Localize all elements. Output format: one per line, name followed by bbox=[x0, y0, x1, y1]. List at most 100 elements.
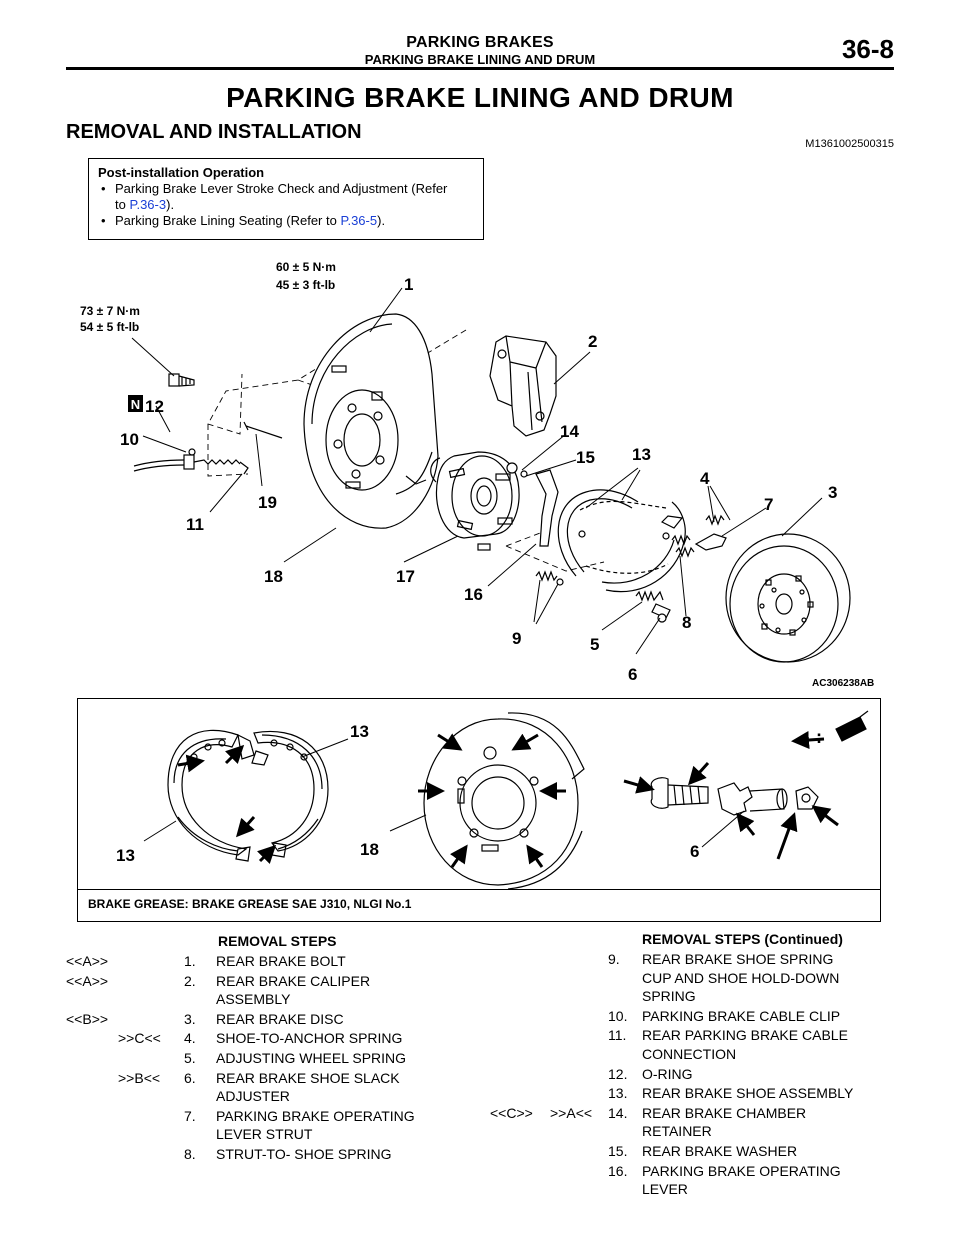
steps-heading: REMOVAL STEPS (Continued) bbox=[642, 931, 843, 947]
step-text: REAR BRAKE SHOE SLACK bbox=[216, 1069, 400, 1086]
section-title: REMOVAL AND INSTALLATION bbox=[66, 121, 362, 143]
backing-plate bbox=[303, 313, 439, 529]
step-number: 4. bbox=[184, 1030, 196, 1047]
figure-code: AC306238AB bbox=[812, 678, 874, 688]
callout-number: 13 bbox=[116, 846, 135, 865]
post-installation-box: Post-installation Operation Parking Brak… bbox=[88, 158, 484, 240]
steps-heading: REMOVAL STEPS bbox=[218, 933, 337, 949]
grease-legend-colon: : bbox=[816, 727, 822, 747]
brake-caliper-assembly bbox=[489, 335, 557, 437]
torque-label: 54 ± 5 ft-lb bbox=[80, 320, 139, 334]
step-number: 9. bbox=[608, 951, 620, 967]
page-number: 36-8 bbox=[841, 34, 894, 64]
step-text: PARKING BRAKE CABLE CLIP bbox=[642, 1007, 841, 1024]
callout-number: 14 bbox=[560, 422, 579, 441]
callout-number: 18 bbox=[264, 567, 283, 586]
step-text: CONNECTION bbox=[642, 1045, 737, 1062]
callout-number: 8 bbox=[682, 613, 691, 632]
reference-link[interactable]: P.36-5 bbox=[340, 213, 378, 228]
brake-disc bbox=[725, 533, 851, 663]
hold-down-pin bbox=[243, 421, 283, 439]
reference-link[interactable]: P.36-3 bbox=[129, 197, 167, 212]
callout-number: 2 bbox=[588, 332, 597, 351]
item-text: ). bbox=[377, 213, 386, 228]
callout-number: 13 bbox=[632, 445, 651, 464]
grease-points-panel: : 13 13 18 6 BRAKE GREASE: BRAKE GREASE … bbox=[77, 698, 881, 922]
step-text: LEVER bbox=[642, 1181, 688, 1198]
step-text: REAR BRAKE DISC bbox=[216, 1010, 344, 1027]
step-text: PARKING BRAKE OPERATING bbox=[642, 1162, 841, 1179]
step-number: 1. bbox=[184, 953, 196, 969]
step-text: LEVER STRUT bbox=[216, 1126, 313, 1143]
post-installation-item: Parking Brake Lever Stroke Check and Adj… bbox=[98, 181, 474, 213]
step-number: 15. bbox=[608, 1143, 628, 1159]
leader-lines bbox=[131, 287, 823, 655]
step-number: 13. bbox=[608, 1085, 628, 1102]
step-text: PARKING BRAKE OPERATING bbox=[216, 1107, 415, 1124]
step-text: ASSEMBLY bbox=[216, 991, 291, 1008]
item-text: Parking Brake Lever Stroke Check and Adj… bbox=[115, 181, 448, 196]
step-number: 11. bbox=[608, 1027, 627, 1044]
callout-number: 3 bbox=[828, 483, 837, 502]
post-installation-item: Parking Brake Lining Seating (Refer to P… bbox=[98, 213, 474, 229]
operating-lever-strut bbox=[694, 533, 727, 551]
callout-number: 19 bbox=[258, 493, 277, 512]
grease-gun-icon bbox=[835, 710, 869, 742]
shoe-hold-down-spring bbox=[535, 570, 558, 582]
step-number: 3. bbox=[184, 1010, 196, 1027]
step-text: SPRING bbox=[642, 988, 696, 1005]
step-text: REAR BRAKE WASHER bbox=[642, 1143, 798, 1159]
step-number: 10. bbox=[608, 1007, 628, 1024]
leader-lines bbox=[143, 738, 745, 848]
n-mark-text: N bbox=[131, 397, 140, 412]
callout-number: 13 bbox=[350, 722, 369, 741]
shoe-to-anchor-spring bbox=[705, 514, 725, 526]
callout-number: 18 bbox=[360, 840, 379, 859]
step-number: 6. bbox=[184, 1069, 196, 1086]
torque-label: 45 ± 3 ft-lb bbox=[276, 278, 335, 292]
wheel-hub bbox=[430, 451, 520, 551]
callout-number: 5 bbox=[590, 635, 599, 654]
grease-points-diagram: : 13 13 18 6 bbox=[116, 710, 869, 890]
procedure-mark-removal: <<B>> bbox=[66, 1010, 109, 1027]
o-ring-bolt bbox=[168, 373, 195, 387]
procedure-mark-installation: >>C<< bbox=[118, 1030, 161, 1047]
grease-arrows bbox=[177, 731, 839, 868]
step-number: 7. bbox=[184, 1107, 196, 1124]
step-number: 12. bbox=[608, 1065, 628, 1082]
step-text: CUP AND SHOE HOLD-DOWN bbox=[642, 969, 840, 986]
removal-steps-right: REMOVAL STEPS (Continued) 9. REAR BRAKE S… bbox=[488, 930, 894, 1230]
header-section-title: PARKING BRAKES bbox=[406, 34, 554, 51]
procedure-mark-installation: >>B<< bbox=[118, 1069, 161, 1086]
item-text: to bbox=[115, 197, 130, 212]
step-number: 14. bbox=[608, 1104, 628, 1121]
callout-number: 6 bbox=[690, 842, 699, 861]
removal-steps-left: REMOVAL STEPS <<A>>1.REAR BRAKE BOLT<<A>… bbox=[66, 932, 466, 1232]
step-text: REAR BRAKE CALIPER bbox=[216, 972, 371, 989]
brake-washer bbox=[520, 470, 528, 478]
strut-to-shoe-spring bbox=[675, 546, 695, 558]
torque-label: 60 ± 5 N·m bbox=[276, 260, 336, 274]
callout-number: 7 bbox=[764, 495, 773, 514]
callout-number: 4 bbox=[700, 469, 710, 488]
post-installation-title: Post-installation Operation bbox=[98, 165, 265, 180]
chamber-retainer bbox=[506, 462, 518, 474]
procedure-mark-removal: <<A>> bbox=[66, 972, 109, 989]
step-text: REAR BRAKE CHAMBER bbox=[642, 1104, 807, 1121]
step-number: 8. bbox=[184, 1146, 196, 1162]
brake-shoe-pair bbox=[167, 729, 329, 862]
parking-brake-cable bbox=[133, 448, 249, 475]
procedure-mark-installation: >>A<< bbox=[550, 1104, 593, 1121]
step-text: REAR BRAKE BOLT bbox=[216, 953, 346, 969]
spring-cup bbox=[556, 578, 564, 586]
callout-number: 15 bbox=[576, 448, 595, 467]
step-text: RETAINER bbox=[642, 1123, 712, 1140]
torque-label: 73 ± 7 N·m bbox=[80, 304, 140, 318]
step-text: O-RING bbox=[642, 1065, 693, 1082]
callout-number: 12 bbox=[145, 397, 164, 416]
grease-note: BRAKE GREASE: BRAKE GREASE SAE J310, NLG… bbox=[78, 889, 880, 918]
step-text: ADJUSTER bbox=[216, 1088, 290, 1105]
callout-number: 16 bbox=[464, 585, 483, 604]
step-text: REAR BRAKE SHOE SPRING bbox=[642, 951, 834, 967]
exploded-view-diagram: N 60 ± 5 N·m 45 ± 3 ft-lb 73 ± 7 N·m 54 … bbox=[80, 260, 874, 688]
